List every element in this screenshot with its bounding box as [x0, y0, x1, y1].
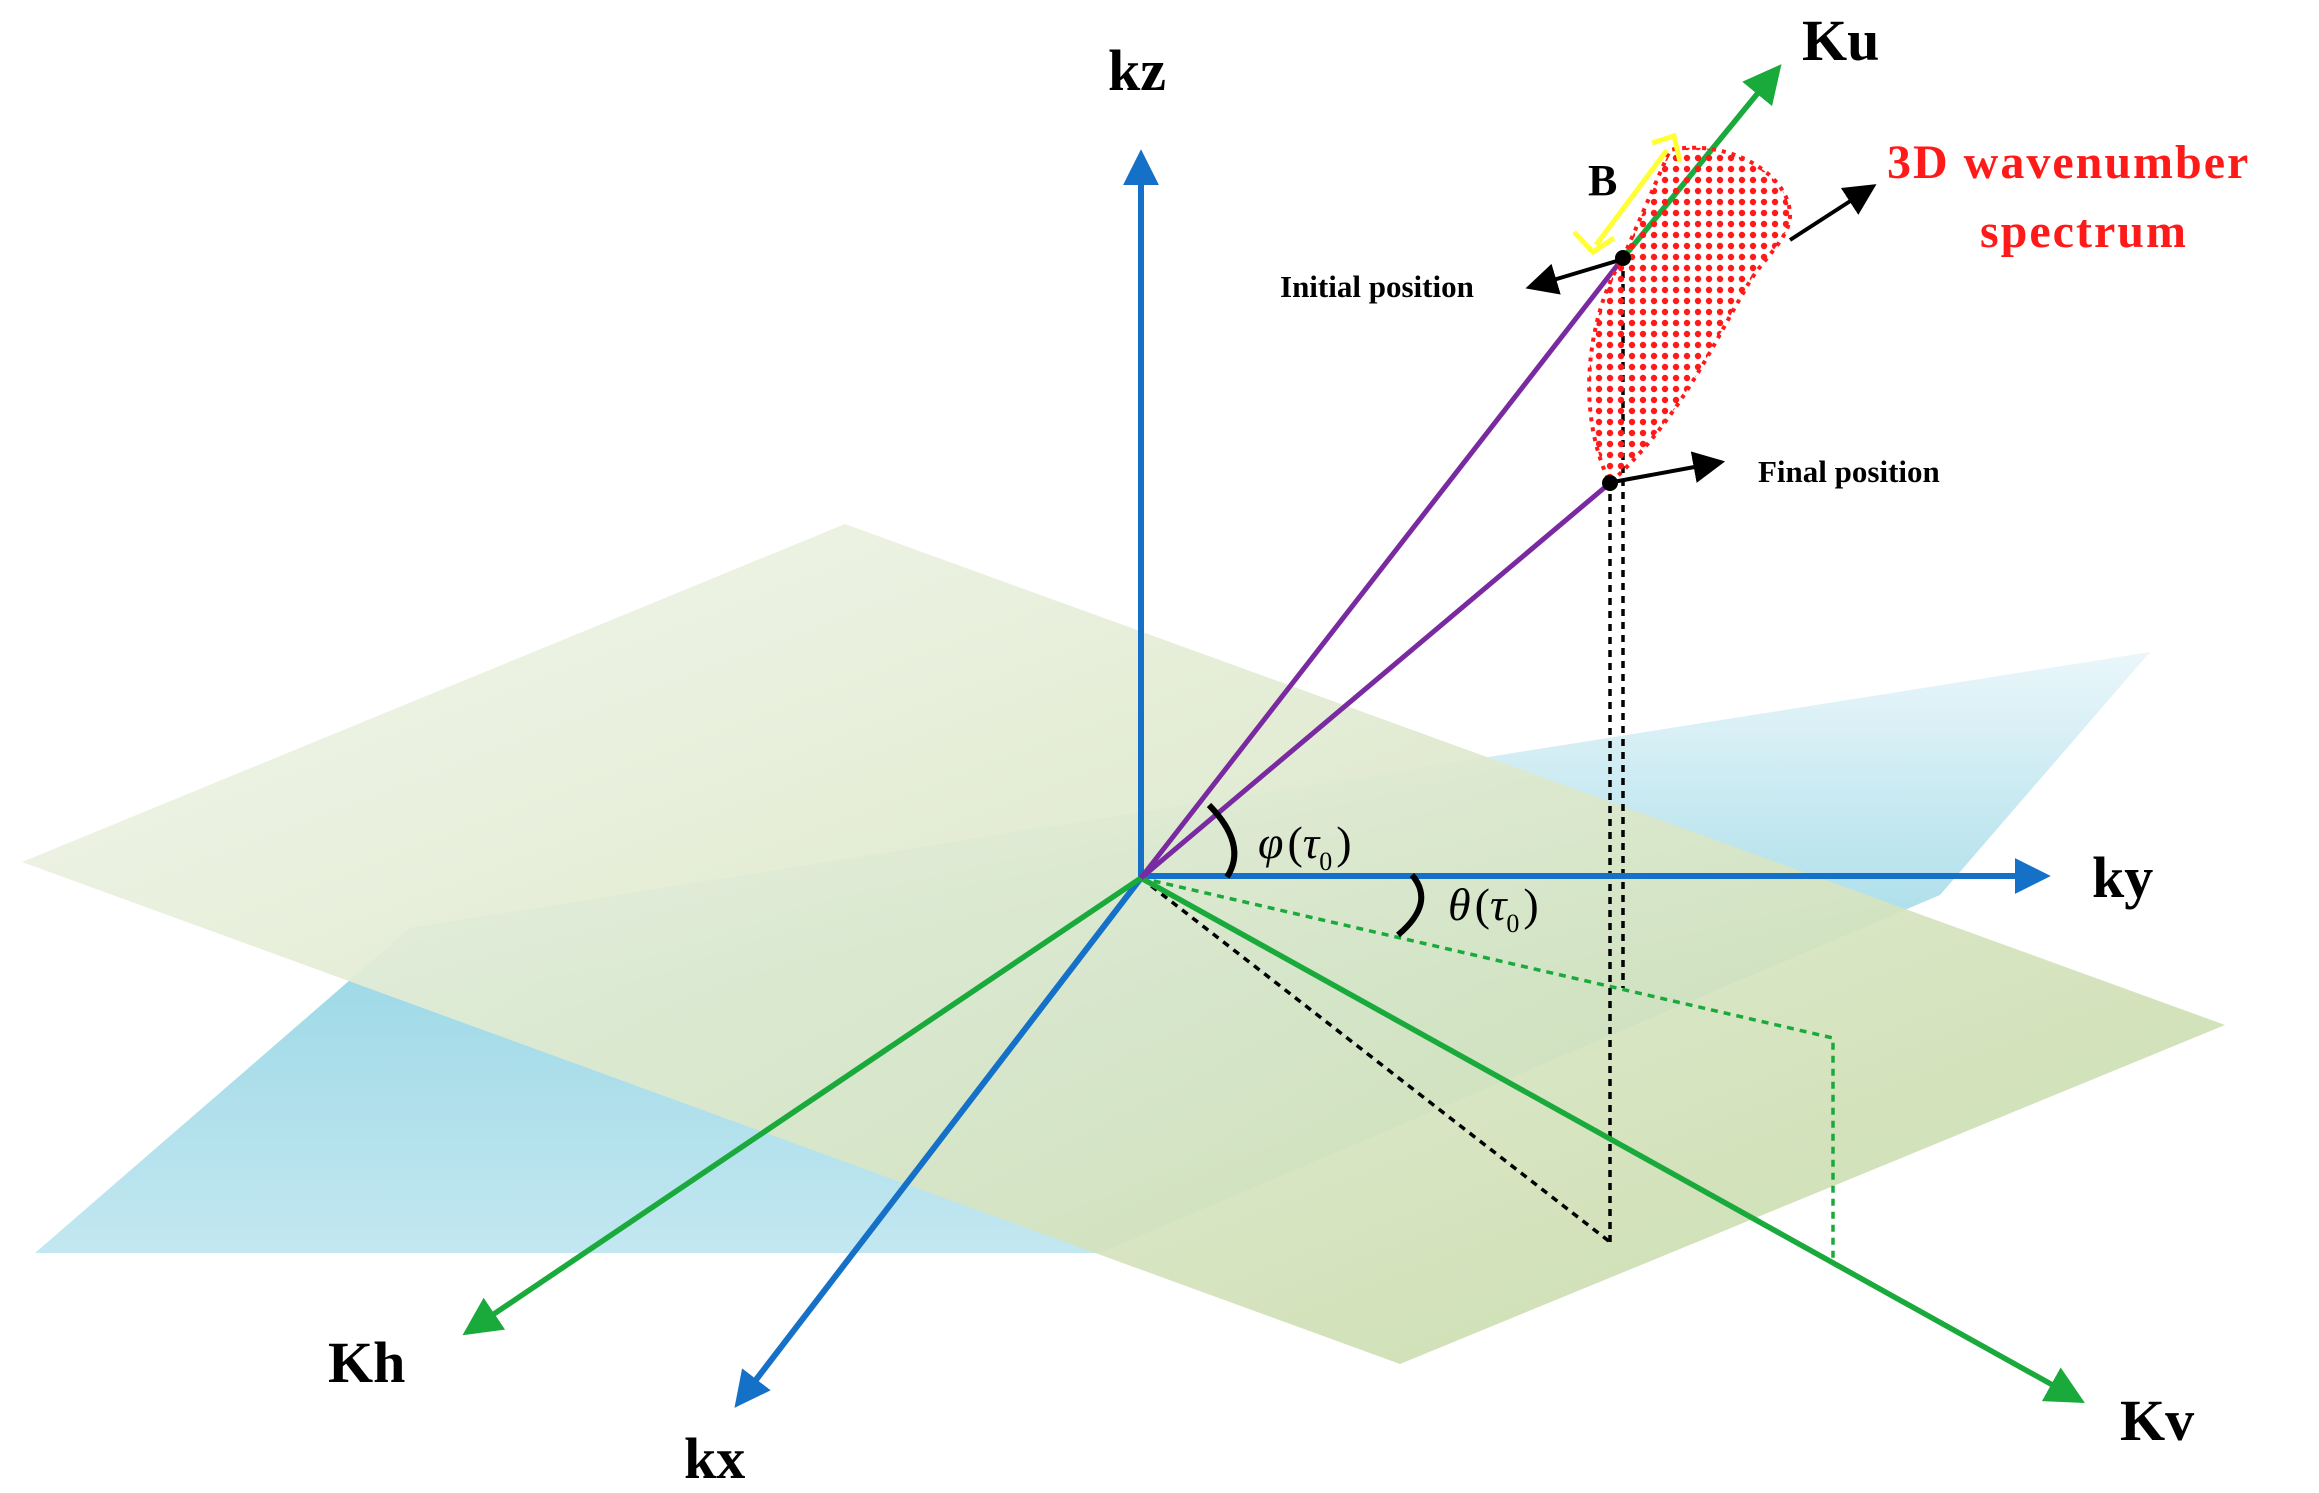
- kv-label: Kv: [2120, 1388, 2194, 1453]
- kv-axis: [1139, 875, 2085, 1403]
- spectrum-pointer-arrow: [1788, 184, 1877, 242]
- angle-arcs: [1206, 802, 1425, 938]
- green-plane: [22, 524, 2225, 1364]
- blue-axes: [734, 149, 2051, 1408]
- ky-label: ky: [2092, 845, 2153, 910]
- spectrum-label-line1: 3D wavenumber: [1887, 136, 2250, 189]
- final-position-dot: [1602, 475, 1618, 491]
- final-position-label: Final position: [1758, 454, 1940, 489]
- phi-arc: [1206, 802, 1238, 879]
- ku-label: Ku: [1802, 8, 1879, 73]
- kz-label: kz: [1108, 38, 1166, 103]
- kx-axis: [734, 876, 1144, 1408]
- theta-angle-label: θ(τ0): [1448, 879, 1539, 938]
- initial-position-dot: [1615, 250, 1631, 266]
- kh-label: Kh: [328, 1330, 405, 1395]
- theta-arc: [1396, 873, 1425, 938]
- kx-label: kx: [684, 1426, 745, 1491]
- final-position-arrow: [1612, 451, 1726, 484]
- spectrum-label-line2: spectrum: [1980, 205, 2188, 258]
- bandwidth-label: B: [1588, 156, 1617, 205]
- phi-angle-label: φ(τ0): [1258, 817, 1352, 876]
- initial-position-arrow: [1525, 258, 1621, 295]
- line-to-initial: [1139, 256, 1625, 880]
- kh-axis: [462, 875, 1143, 1336]
- bandwidth-arrow: [1572, 132, 1683, 256]
- pointer-arrows: [1525, 184, 1877, 484]
- wavenumber-spectrum-shape: [1587, 145, 1793, 487]
- initial-position-label: Initial position: [1280, 269, 1474, 304]
